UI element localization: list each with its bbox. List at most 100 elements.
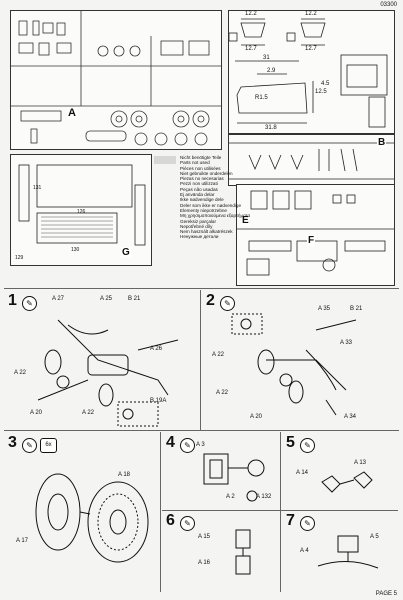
sprue-ef-frame: E F <box>236 184 395 286</box>
legend-line: Ikke nødvendige dele <box>180 197 224 203</box>
glue-icon: ✎ <box>300 438 315 453</box>
step-1-callout: A 20 <box>30 410 43 416</box>
step-6-number: 6 <box>166 512 175 529</box>
dim-12-5: 12.5 <box>315 89 327 95</box>
sprue-a-drawing <box>11 11 221 146</box>
section-divider <box>4 288 399 289</box>
dim-12-2-right: 12.2 <box>305 11 317 17</box>
step-1-callout: A 22 <box>82 410 95 416</box>
legend-line: Ej använda delar <box>180 192 215 198</box>
dim-2-9: 2.9 <box>267 68 276 74</box>
legend-line: Nicht benötigte Teile <box>180 155 222 160</box>
legend-list: Nicht benötigte Teile Parts not used Piè… <box>180 155 250 240</box>
step-1-callout: A 26 <box>150 346 163 352</box>
legend-line: Peças não usadas <box>180 186 218 192</box>
step-2-callout: A 35 <box>318 306 331 312</box>
step-3-callout: A 18 <box>118 472 131 478</box>
sprue-b-drawing <box>229 142 394 180</box>
step-2-drawing <box>231 313 357 416</box>
sprue-ef-drawing <box>237 190 394 276</box>
dim-12-7-left: 12.7 <box>245 46 257 52</box>
legend-line: Pezzi non utilizzati <box>180 181 218 187</box>
legend-line: Μη χρησιμοποιούμενα εξαρτήματα <box>180 213 251 219</box>
legend-line: Piezas no necesarias <box>180 176 224 182</box>
glue-icon: ✎ <box>300 516 315 531</box>
sprue-g-label-lower: 130 <box>71 247 80 253</box>
step-5-callout: A 14 <box>296 470 309 476</box>
step-1-callout: A 27 <box>52 296 65 302</box>
dimension-drawing <box>229 18 388 128</box>
step-4-callout: A 2 <box>226 494 235 500</box>
legend-line: Niet gebruikte onderdelen <box>180 170 233 176</box>
step-1-callout: B 19A <box>150 398 167 404</box>
step-6-callout: A 15 <box>198 534 211 540</box>
glue-icon: ✎ <box>22 296 37 311</box>
page-code: 03300 <box>380 2 397 8</box>
legend-swatch <box>154 156 176 164</box>
glue-icon: ✎ <box>220 296 235 311</box>
section-divider <box>160 432 161 592</box>
glue-icon: ✎ <box>22 438 37 453</box>
step-7-callout: A 5 <box>370 534 379 540</box>
step-2-callout: A 22 <box>212 352 225 358</box>
sprue-b-letter: B <box>377 137 387 148</box>
glue-icon: ✎ <box>180 516 195 531</box>
sprue-b-frame: B <box>228 134 395 186</box>
glue-count-badge: 6x <box>40 438 57 453</box>
sprue-g-frame: 131 126 130 129 G <box>10 154 152 266</box>
dimension-panel: 12.2 12.2 12.7 12.7 31 2.9 R1.5 31.8 12.… <box>228 10 395 134</box>
step-3-number: 3 <box>8 434 17 451</box>
step-3-drawing <box>35 473 149 563</box>
sprue-g-label-width: 126 <box>77 209 86 215</box>
dim-31-8: 31.8 <box>265 125 277 131</box>
step-4-callout: A 3 <box>196 442 205 448</box>
step-1-callout: B 21 <box>128 296 141 302</box>
sprue-g-label-top: 131 <box>33 185 42 191</box>
sprue-a-frame: A <box>10 10 222 150</box>
step-2-callout: A 33 <box>340 340 353 346</box>
section-divider <box>200 290 201 430</box>
section-divider <box>162 510 398 511</box>
legend-line: Ненужные детали <box>180 234 219 240</box>
step-5-number: 5 <box>286 434 295 451</box>
glue-icon: ✎ <box>180 438 195 453</box>
dim-12-2-left: 12.2 <box>245 11 257 17</box>
sprue-a-letter: A <box>67 107 77 119</box>
sprue-e-letter: E <box>241 215 250 226</box>
step-4-number: 4 <box>166 434 175 451</box>
step-4-callout: A 132 <box>256 494 272 500</box>
legend-line: Nepotřebné díly <box>180 223 213 229</box>
sprue-g-label-side: 129 <box>15 255 24 261</box>
step-6-callout: A 16 <box>198 560 211 566</box>
legend-line: Pièces non utilisées <box>180 165 221 171</box>
step-2-callout: A 20 <box>250 414 263 420</box>
section-divider <box>280 432 281 592</box>
step-4-drawing <box>203 453 265 502</box>
legend-line: Elementy niepotrzebne <box>180 207 227 213</box>
step-7-drawing <box>317 535 379 569</box>
step-1-drawing <box>37 319 179 427</box>
step-2-callout: A 34 <box>344 414 357 420</box>
legend-line: Gereksiz parçalar <box>180 218 216 224</box>
sprue-f-letter: F <box>307 235 316 246</box>
sprue-g-drawing <box>18 164 146 246</box>
step-5-drawing <box>321 471 373 493</box>
step-1-callout: A 25 <box>100 296 113 302</box>
dim-r1-5: R1.5 <box>255 95 268 101</box>
step-1-callout: A 22 <box>14 370 27 376</box>
dim-12-7-right: 12.7 <box>305 46 317 52</box>
step-2-number: 2 <box>206 292 215 309</box>
step-7-callout: A 4 <box>300 548 309 554</box>
page-number: PAGE 5 <box>375 591 397 597</box>
legend-line: Parts not used <box>180 160 210 166</box>
section-divider <box>4 430 399 431</box>
step-2-callout: B 21 <box>350 306 363 312</box>
step-2-callout: A 22 <box>216 390 229 396</box>
step-3-callout: A 17 <box>16 538 29 544</box>
legend-line: Deler som ikke er nødvendige <box>180 202 242 208</box>
sprue-g-letter: G <box>121 247 131 258</box>
legend-line: Nem használt alkatrészek <box>180 229 233 235</box>
dim-31: 31 <box>263 55 270 61</box>
step-5-callout: A 13 <box>354 460 367 466</box>
step-1-number: 1 <box>8 292 17 309</box>
